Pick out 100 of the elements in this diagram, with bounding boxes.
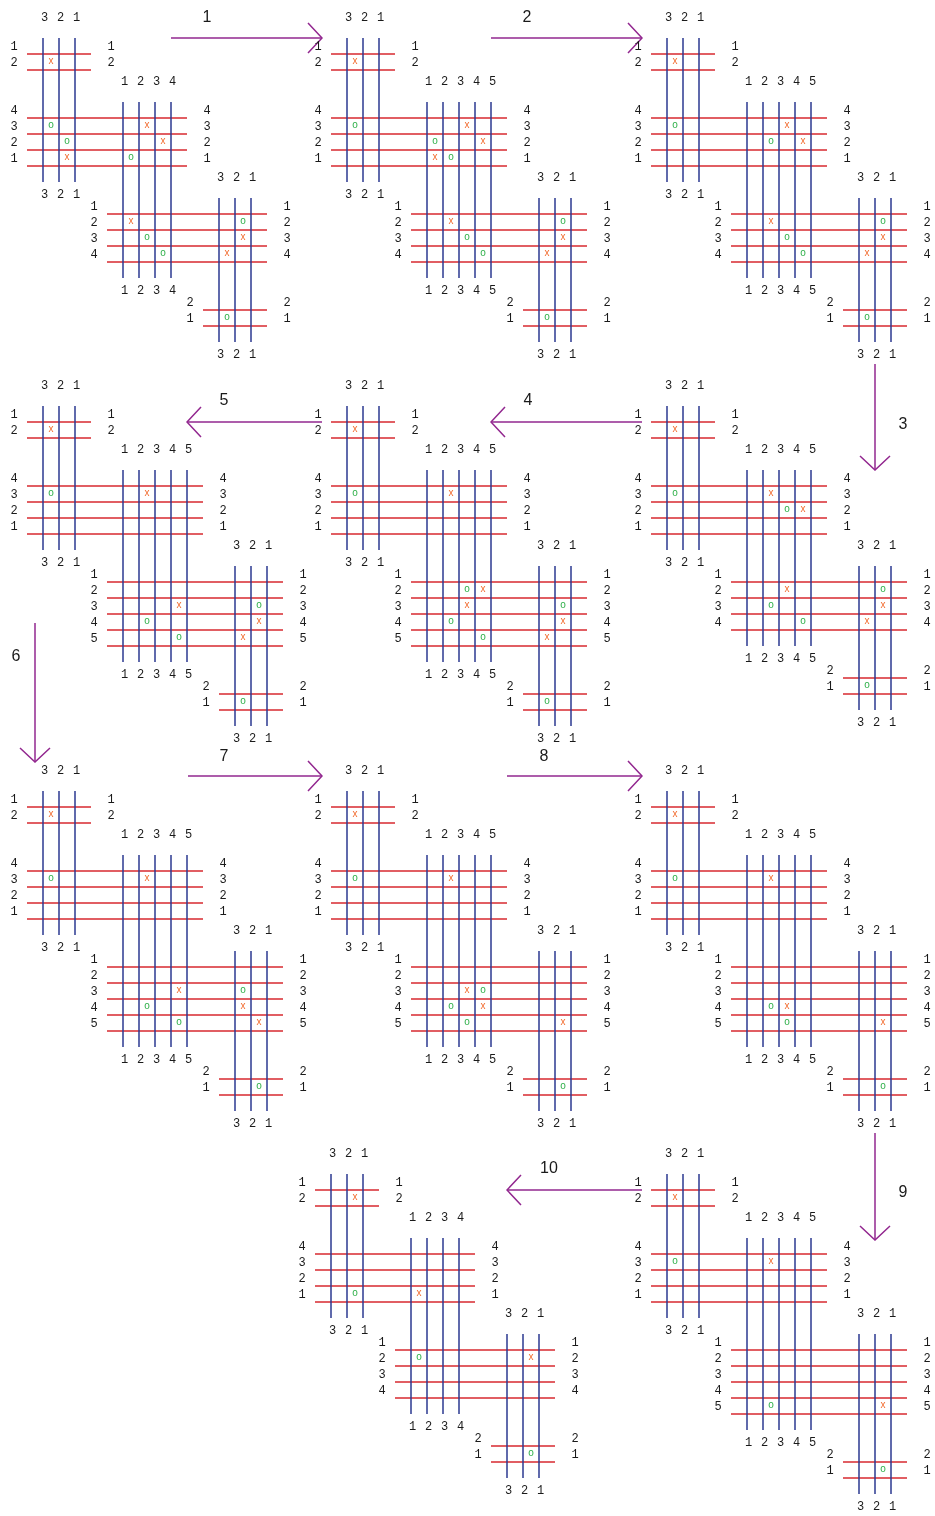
line-number: 3 2 1 [537, 1116, 577, 1132]
line-number: 3 2 1 [329, 1146, 369, 1162]
line-number: 1 2 3 4 5 [425, 442, 497, 458]
circle-mark: o [239, 984, 247, 996]
circle-mark: o [47, 119, 55, 131]
arrow [859, 1132, 891, 1241]
line-number: 3 2 1 [857, 1306, 897, 1322]
circle-mark: o [447, 1000, 455, 1012]
circle-mark: o [351, 487, 359, 499]
arrow [186, 406, 323, 438]
cross-mark: x [63, 151, 71, 163]
cross-mark: x [767, 215, 775, 227]
circle-mark: o [255, 1080, 263, 1092]
line-number: 2 1 [186, 295, 194, 327]
cross-mark: x [799, 503, 807, 515]
line-number: 1 2 [10, 407, 18, 439]
line-number: 3 2 1 [537, 923, 577, 939]
cross-mark: x [47, 55, 55, 67]
line-number: 1 2 3 4 5 [121, 1052, 193, 1068]
line-number: 2 1 [603, 295, 611, 327]
line-number: 1 2 [107, 792, 115, 824]
line-number: 1 2 3 4 [571, 1335, 579, 1399]
circle-mark: o [767, 135, 775, 147]
arrow [19, 622, 51, 763]
cross-mark: x [767, 1255, 775, 1267]
circle-mark: o [799, 615, 807, 627]
circle-mark: o [671, 487, 679, 499]
cross-mark: x [143, 487, 151, 499]
line-number: 1 2 3 4 5 [394, 952, 402, 1032]
cross-mark: x [239, 631, 247, 643]
line-number: 1 2 3 4 [923, 567, 931, 631]
cross-mark: x [239, 231, 247, 243]
arrow [506, 1174, 643, 1206]
line-number: 3 2 1 [857, 170, 897, 186]
line-number: 4 3 2 1 [634, 856, 642, 920]
line-number: 4 3 2 1 [219, 471, 227, 535]
line-number: 3 2 1 [41, 378, 81, 394]
line-number: 3 2 1 [665, 555, 705, 571]
line-number: 1 2 3 4 5 [923, 952, 931, 1032]
line-number: 1 2 [298, 1175, 306, 1207]
line-number: 2 1 [202, 679, 210, 711]
cross-mark: x [143, 119, 151, 131]
circle-mark: o [527, 1447, 535, 1459]
cross-mark: x [447, 487, 455, 499]
line-number: 1 2 3 4 5 [745, 74, 817, 90]
cross-mark: x [351, 423, 359, 435]
line-number: 1 2 [314, 39, 322, 71]
cross-mark: x [479, 1000, 487, 1012]
line-number: 2 1 [506, 1064, 514, 1096]
line-number: 1 2 3 4 5 [299, 567, 307, 647]
line-number: 3 2 1 [233, 1116, 273, 1132]
cross-mark: x [415, 1287, 423, 1299]
circle-mark: o [463, 231, 471, 243]
cross-mark: x [47, 423, 55, 435]
cross-mark: x [431, 151, 439, 163]
line-number: 1 2 3 4 5 [90, 567, 98, 647]
line-number: 1 2 3 4 5 [745, 827, 817, 843]
cross-mark: x [671, 808, 679, 820]
line-number: 3 2 1 [233, 731, 273, 747]
circle-mark: o [863, 311, 871, 323]
circle-mark: o [431, 135, 439, 147]
cross-mark: x [143, 872, 151, 884]
circle-mark: o [559, 215, 567, 227]
line-number: 4 3 2 1 [491, 1239, 499, 1303]
line-number: 2 1 [202, 1064, 210, 1096]
circle-mark: o [63, 135, 71, 147]
cross-mark: x [879, 1399, 887, 1411]
cross-mark: x [767, 487, 775, 499]
line-number: 1 2 3 4 [714, 567, 722, 631]
line-number: 3 2 1 [857, 347, 897, 363]
cross-mark: x [543, 631, 551, 643]
circle-mark: o [143, 615, 151, 627]
line-number: 3 2 1 [665, 1323, 705, 1339]
line-number: 2 1 [603, 1064, 611, 1096]
circle-mark: o [47, 872, 55, 884]
line-number: 1 2 3 4 [378, 1335, 386, 1399]
line-number: 4 3 2 1 [314, 471, 322, 535]
circle-mark: o [559, 599, 567, 611]
cross-mark: x [559, 231, 567, 243]
circle-mark: o [143, 1000, 151, 1012]
arrow [490, 22, 643, 54]
circle-mark: o [415, 1351, 423, 1363]
line-number: 4 3 2 1 [10, 103, 18, 167]
arrow [187, 760, 323, 792]
circle-mark: o [351, 119, 359, 131]
circle-mark: o [879, 583, 887, 595]
line-number: 3 2 1 [857, 923, 897, 939]
circle-mark: o [223, 311, 231, 323]
line-number: 3 2 1 [665, 763, 705, 779]
line-number: 1 2 3 4 5 [745, 651, 817, 667]
line-number: 1 2 3 4 [923, 199, 931, 263]
line-number: 2 1 [474, 1431, 482, 1463]
line-number: 1 2 [634, 792, 642, 824]
cross-mark: x [447, 872, 455, 884]
circle-mark: o [351, 1287, 359, 1299]
line-number: 1 2 3 4 5 [603, 567, 611, 647]
line-number: 4 3 2 1 [523, 103, 531, 167]
line-number: 1 2 3 4 5 [714, 1335, 722, 1415]
circle-mark: o [879, 215, 887, 227]
circle-mark: o [463, 1016, 471, 1028]
